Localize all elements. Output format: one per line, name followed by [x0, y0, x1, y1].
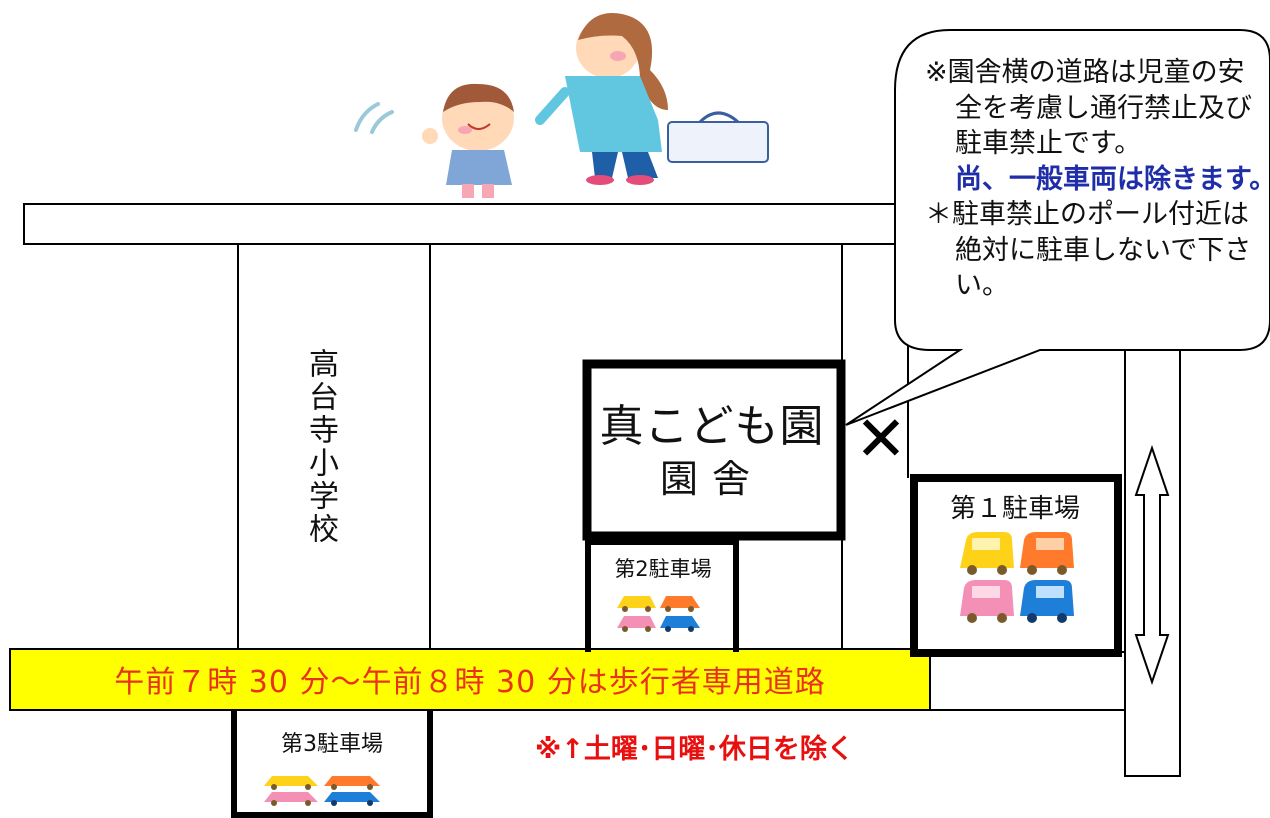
parking-lot-3-label: 第3駐車場: [281, 732, 383, 757]
car-icon: [264, 776, 318, 790]
parking-lot-2-label: 第2駐車場: [614, 557, 712, 581]
callout-line: 全を考慮し通行禁止及び: [955, 92, 1252, 124]
callout-line: 駐車禁止です。: [955, 128, 1142, 159]
exception-note: ※↑土曜･日曜･休日を除く: [535, 734, 854, 765]
kindergarten-building: [582, 359, 846, 541]
parking-lot-3: [231, 710, 433, 818]
building-sub-label: 園舎: [659, 457, 764, 501]
car-icon: [617, 616, 656, 632]
car-icon: [660, 616, 700, 632]
pedestrian-banner: [9, 648, 931, 711]
pedestrian-banner-text: 午前７時 30 分～午前８時 30 分は歩行者専用道路: [114, 665, 826, 700]
car-icon: [960, 580, 1014, 623]
car-icon: [324, 792, 380, 806]
mother-child-illustration: [354, 13, 769, 198]
parking-lot-1-label: 第１駐車場: [949, 494, 1080, 524]
car-icon: [660, 596, 700, 612]
two-way-arrow-icon: [1134, 444, 1170, 686]
parking-lot-1: [910, 474, 1122, 657]
callout-line: ＊駐車禁止のポール付近は: [925, 199, 1249, 230]
callout-line: ※園舎横の道路は児童の安: [925, 57, 1245, 88]
building-name: 真こども園: [599, 401, 825, 452]
right-road: [1124, 346, 1181, 777]
car-icon: [324, 776, 380, 790]
car-icon: [1020, 532, 1074, 575]
car-icon: [264, 792, 318, 806]
no-entry-cross-icon: ✕: [855, 402, 907, 475]
callout-line-blue: 尚、一般車両は除きます。: [955, 163, 1270, 195]
parking-lot-2: [585, 539, 739, 652]
car-icon: [617, 596, 656, 612]
car-icon: [1020, 580, 1074, 623]
callout-line: い。: [955, 270, 1009, 301]
school-label: 高台寺小学校: [303, 348, 338, 546]
callout-bubble: [845, 29, 1270, 426]
callout-line: 絶対に駐車しないで下さ: [955, 234, 1252, 266]
car-icon: [960, 532, 1014, 575]
callout-text: ※園舎横の道路は児童の安 全を考慮し通行禁止及び 駐車禁止です。 尚、一般車両は…: [925, 55, 1270, 304]
